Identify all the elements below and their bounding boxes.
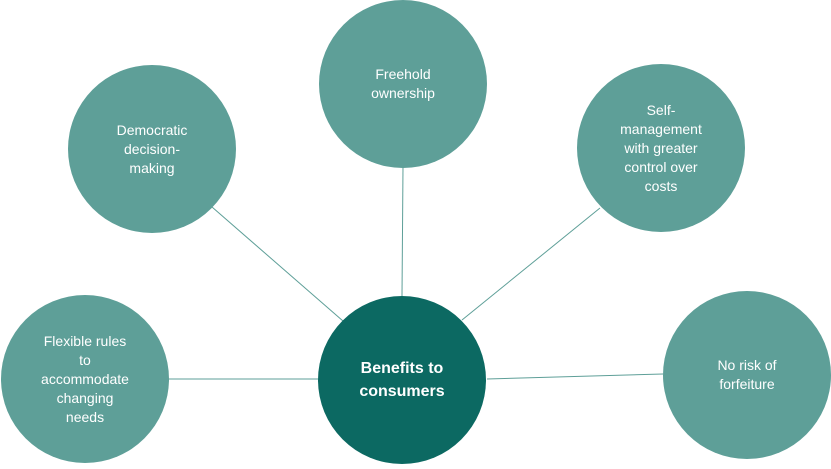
node-democratic-decision-making: Democratic decision- making <box>68 65 236 233</box>
node-flexible-rules: Flexible rules to accommodate changing n… <box>1 295 169 463</box>
node-no-risk-of-forfeiture-label: No risk of forfeiture <box>717 357 777 392</box>
connector-self-management <box>461 207 601 321</box>
center-label: Benefits to consumers <box>359 360 445 400</box>
node-flexible-rules-label: Flexible rules to accommodate changing n… <box>41 332 129 425</box>
connector-no-risk-of-forfeiture <box>486 373 664 380</box>
connector-democratic-decision-making <box>211 206 344 322</box>
node-self-management-label: Self- management with greater control ov… <box>620 101 702 194</box>
node-benefits-to-consumers: Benefits to consumers <box>318 296 486 464</box>
connector-freehold-ownership <box>401 165 404 297</box>
node-democratic-decision-making-label: Democratic decision- making <box>116 121 188 176</box>
node-no-risk-of-forfeiture: No risk of forfeiture <box>663 291 831 459</box>
node-freehold-ownership-label: Freehold ownership <box>371 66 435 101</box>
node-self-management: Self- management with greater control ov… <box>577 64 745 232</box>
node-freehold-ownership: Freehold ownership <box>319 0 487 168</box>
